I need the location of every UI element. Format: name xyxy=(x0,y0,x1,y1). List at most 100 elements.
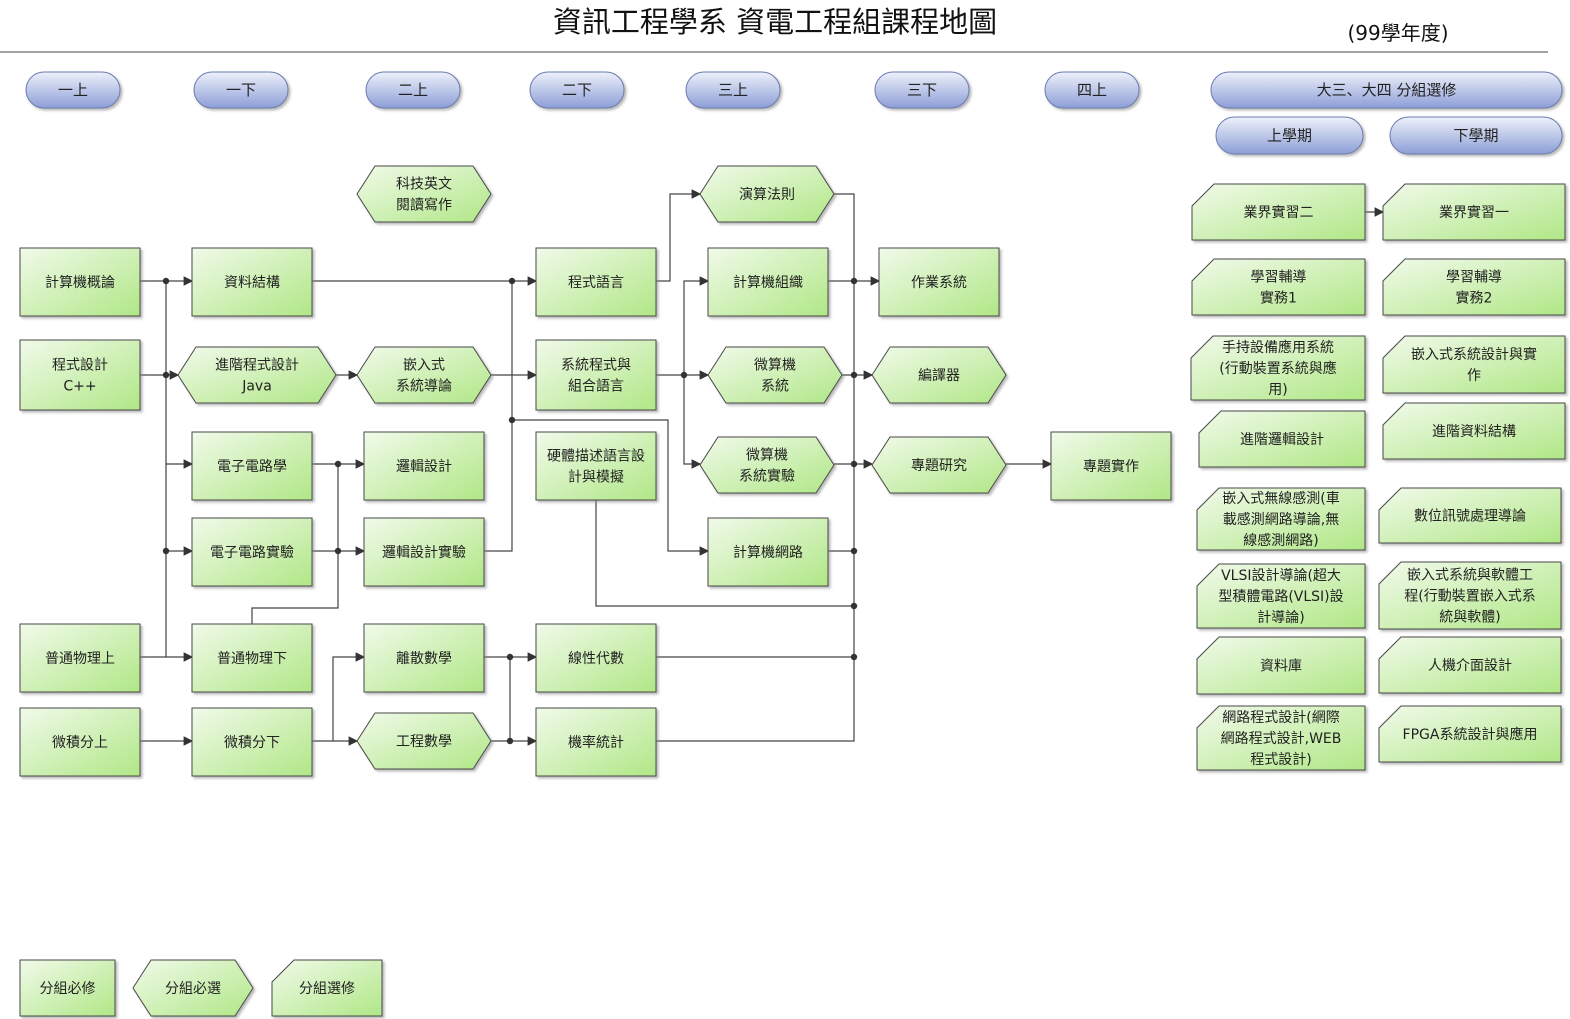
legend-elective: 分組選修 xyxy=(271,959,383,1017)
course-label-line: 分組選修 xyxy=(299,981,355,997)
course-label-line: 用) xyxy=(1268,382,1287,398)
course-f4: 進階資料結構 xyxy=(1382,402,1566,460)
course-label-line: 嵌入式無線感測(車 xyxy=(1222,490,1339,507)
junction-dot xyxy=(334,460,342,468)
course-label-line: 工程數學 xyxy=(396,734,452,750)
course-label-line: 計算機網路 xyxy=(733,545,803,561)
junction-dot xyxy=(850,602,858,610)
course-label-line: 業界實習二 xyxy=(1244,204,1314,221)
semester-label: 二上 xyxy=(398,81,428,99)
course-label-line: 線感測網路) xyxy=(1243,532,1318,549)
course-f1: 業界實習一 xyxy=(1382,183,1566,241)
course-label-line: 微算機 xyxy=(746,448,788,464)
course-label-line: 實務1 xyxy=(1260,290,1297,307)
connector-line xyxy=(251,464,339,624)
course-label-line: 載感測網路導論,無 xyxy=(1223,511,1339,528)
course-label-line: 系統導論 xyxy=(396,379,452,395)
semester-headers: 一上一下二上二下三上三下四上大三、大四 分組選修上學期下學期 xyxy=(25,71,1563,155)
junction-dot xyxy=(680,371,688,379)
course-label-line: 程式語言 xyxy=(568,275,624,291)
course-label-line: 網路程式設計,WEB xyxy=(1221,731,1342,747)
course-algorithms: 演算法則 xyxy=(699,165,835,223)
course-label-line: 微積分上 xyxy=(52,735,108,751)
junction-dot xyxy=(506,737,514,745)
course-label-line: 進階邏輯設計 xyxy=(1240,432,1324,448)
course-label-line: 嵌入式 xyxy=(403,358,445,374)
course-label-line: 學習輔導 xyxy=(1446,270,1502,286)
course-label-line: Java xyxy=(241,379,272,395)
course-label-line: 機率統計 xyxy=(568,734,624,751)
course-label-line: 線性代數 xyxy=(568,651,624,667)
course-label-line: 網路程式設計(網際 xyxy=(1222,710,1339,726)
semester-label: 下學期 xyxy=(1453,127,1498,145)
semester-label: 一下 xyxy=(226,81,256,99)
course-label-line: 科技英文 xyxy=(396,176,452,193)
course-physics2: 普通物理下 xyxy=(191,623,313,693)
course-label-line: 統與軟體) xyxy=(1439,610,1500,626)
course-label-line: (行動裝置系統與應 xyxy=(1219,360,1336,377)
course-label-line: 計與模擬 xyxy=(568,470,624,486)
course-label-line: 編譯器 xyxy=(918,368,960,384)
course-label-line: 計算機概論 xyxy=(45,275,115,291)
course-label-line: 數位訊號處理導論 xyxy=(1414,509,1526,525)
page-title: 資訊工程學系 資電工程組課程地圖 xyxy=(553,5,997,39)
course-os: 作業系統 xyxy=(878,247,1000,317)
semester-header-y3b: 三下 xyxy=(874,71,970,109)
course-label-line: 人機介面設計 xyxy=(1428,658,1512,674)
connector-line xyxy=(595,500,854,607)
semester-label: 二下 xyxy=(562,81,592,99)
semester-header-second_term: 下學期 xyxy=(1389,116,1563,155)
course-electronics-lab: 電子電路實驗 xyxy=(191,517,313,587)
course-label-line: 計導論) xyxy=(1257,610,1304,626)
course-label-line: 專題實作 xyxy=(1083,458,1139,475)
course-e1: 業界實習二 xyxy=(1191,183,1366,241)
semester-header-electives: 大三、大四 分組選修 xyxy=(1210,71,1563,109)
course-label-line: 手持設備應用系統 xyxy=(1222,339,1334,356)
course-label-line: 程式設計) xyxy=(1250,752,1311,768)
course-label-line: 演算法則 xyxy=(739,187,795,203)
junction-dot xyxy=(850,547,858,555)
course-label-line: 嵌入式系統設計與實 xyxy=(1411,346,1537,363)
course-label-line: FPGA系統設計與應用 xyxy=(1403,726,1538,743)
semester-header-first_term: 上學期 xyxy=(1215,116,1364,155)
legend-required: 分組必修 xyxy=(19,959,116,1017)
course-label-line: 業界實習一 xyxy=(1439,204,1509,221)
course-label-line: 嵌入式系統與軟體工 xyxy=(1407,568,1533,584)
junction-dot xyxy=(162,277,170,285)
legend-required-choice: 分組必選 xyxy=(132,959,254,1017)
course-e7: 資料庫 xyxy=(1196,636,1366,695)
course-label-line: 學習輔導 xyxy=(1251,270,1307,286)
course-prob-stat: 機率統計 xyxy=(535,707,657,777)
course-label-line: 程式設計 xyxy=(52,358,108,374)
course-label-line: 實務2 xyxy=(1456,290,1493,307)
course-label-line: 系統實驗 xyxy=(739,468,795,485)
semester-header-y3a: 三上 xyxy=(685,71,781,109)
course-comp-org: 計算機組織 xyxy=(707,247,829,317)
course-label-line: 程(行動裝置嵌入式系 xyxy=(1404,589,1535,605)
course-networks: 計算機網路 xyxy=(707,517,829,587)
course-label-line: 邏輯設計 xyxy=(396,459,452,475)
course-adv-java: 進階程式設計 Java xyxy=(177,346,337,404)
semester-header-y4a: 四上 xyxy=(1044,71,1140,109)
junction-dot xyxy=(850,277,858,285)
junction-dot xyxy=(334,547,342,555)
course-label-line: 組合語言 xyxy=(568,379,624,395)
course-logic-lab: 邏輯設計實驗 xyxy=(363,517,485,587)
course-f5: 數位訊號處理導論 xyxy=(1378,487,1562,544)
course-discrete: 離散數學 xyxy=(363,623,485,693)
course-label-line: 作業系統 xyxy=(911,275,967,291)
course-electronics: 電子電路學 xyxy=(191,431,313,501)
junction-dot xyxy=(850,653,858,661)
course-label-line: 邏輯設計實驗 xyxy=(382,544,466,561)
course-label-line: 進階程式設計 xyxy=(215,358,299,374)
semester-label: 上學期 xyxy=(1267,127,1312,145)
course-label-line: 系統 xyxy=(761,379,789,395)
course-label-line: 離散數學 xyxy=(396,650,452,667)
